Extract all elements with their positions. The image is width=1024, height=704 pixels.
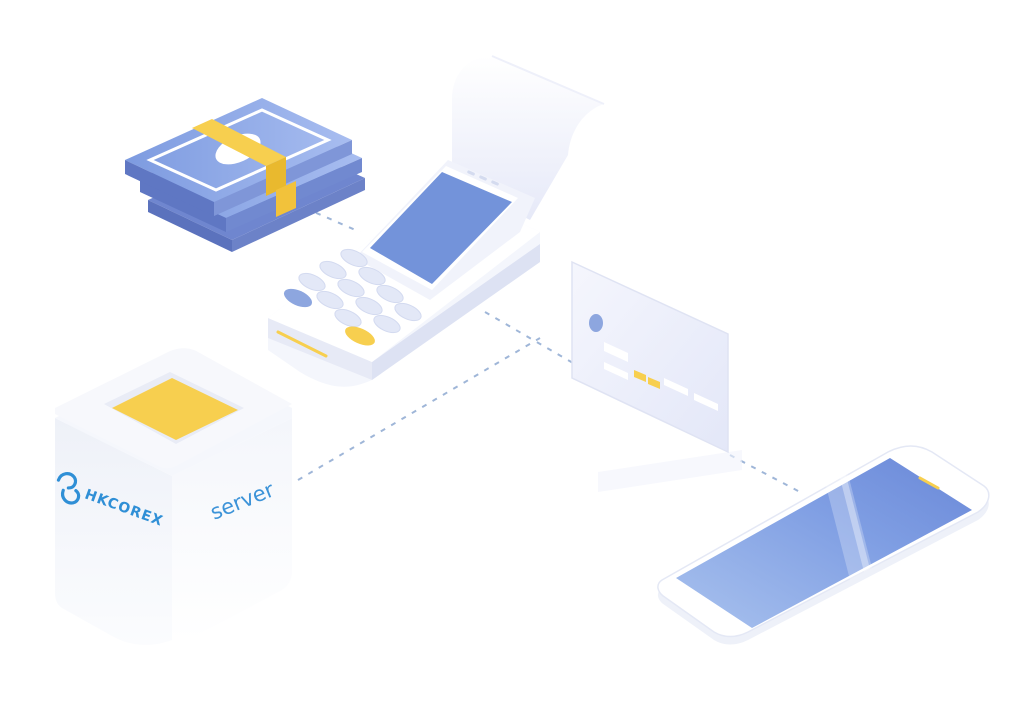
- cash-stack-icon: [125, 98, 365, 252]
- server-top-yellow-panel: [112, 378, 238, 440]
- phone-screen: [676, 458, 972, 628]
- connector-cash-terminal: [304, 207, 361, 233]
- connector-terminal-card: [484, 311, 586, 371]
- brand-logo-icon: [56, 472, 81, 505]
- pos-terminal-icon: [268, 160, 540, 387]
- smartphone-icon: [657, 445, 990, 645]
- credit-card-icon: [571, 260, 742, 492]
- server-cube-icon: [55, 348, 292, 645]
- terminal-keypad: [283, 248, 422, 346]
- terminal-screen: [370, 172, 512, 284]
